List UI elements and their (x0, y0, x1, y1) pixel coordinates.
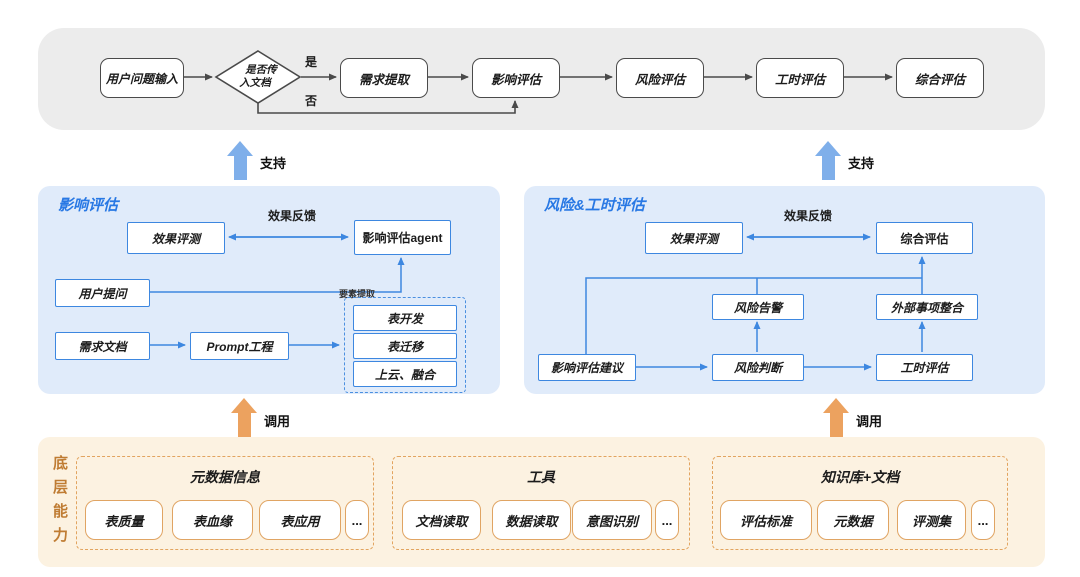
support-arrow-left (227, 141, 253, 180)
foundation-section-metadata: 元数据信息 (76, 456, 374, 550)
item-knowledge-more: ... (971, 500, 995, 540)
extract-item-table-dev: 表开发 (353, 305, 457, 331)
item-intent-recognition: 意图识别 (572, 500, 652, 540)
foundation-section-knowledge-label: 知识库+文档 (820, 469, 900, 485)
workhour-eval-box: 工时评估 (876, 354, 973, 381)
item-metadata: 元数据 (817, 500, 889, 540)
decision-line1: 是否传 (245, 63, 277, 76)
support-label-right: 支持 (848, 156, 875, 171)
impact-effect-eval-box: 效果评测 (127, 222, 225, 254)
invoke-label-left: 调用 (264, 414, 291, 429)
extract-item-cloud-merge: 上云、融合 (353, 361, 457, 387)
item-data-read: 数据读取 (492, 500, 571, 540)
risk-combined-eval-box: 综合评估 (876, 222, 973, 254)
item-eval-standard: 评估标准 (720, 500, 812, 540)
extract-item-table-migrate: 表迁移 (353, 333, 457, 359)
risk-alert-box: 风险告警 (712, 294, 804, 320)
risk-judge-box: 风险判断 (712, 354, 804, 381)
external-items-box: 外部事项整合 (876, 294, 978, 320)
prompt-eng-box: Prompt工程 (190, 332, 289, 360)
item-eval-set: 评测集 (897, 500, 966, 540)
extract-group (344, 297, 466, 393)
support-arrow-right (815, 141, 841, 180)
no-branch-label: 否 (305, 94, 318, 108)
item-metadata-more: ... (345, 500, 369, 540)
item-table-usage: 表应用 (259, 500, 341, 540)
foundation-section-tools: 工具 (392, 456, 690, 550)
req-doc-box: 需求文档 (55, 332, 150, 360)
foundation-section-knowledge: 知识库+文档 (712, 456, 1008, 550)
yes-branch-label: 是 (305, 55, 318, 69)
risk-feedback-label: 效果反馈 (783, 209, 832, 223)
flow-node-workhour-eval: 工时评估 (756, 58, 844, 98)
foundation-title: 底层能力 (51, 455, 68, 551)
impact-panel-title: 影响评估 (58, 197, 119, 214)
extract-group-label: 要素提取 (339, 289, 376, 299)
invoke-arrow-right (823, 398, 849, 437)
flow-node-combined-eval: 综合评估 (896, 58, 984, 98)
invoke-arrow-left (231, 398, 257, 437)
decision-line2: 入文档 (239, 77, 271, 89)
item-tools-more: ... (655, 500, 679, 540)
risk-effect-eval-box: 效果评测 (645, 222, 743, 254)
foundation-section-tools-label: 工具 (527, 469, 555, 485)
invoke-label-right: 调用 (856, 414, 883, 429)
impact-agent-box: 影响评估agent (354, 220, 451, 255)
support-label-left: 支持 (260, 156, 287, 171)
flow-node-impact-eval: 影响评估 (472, 58, 560, 98)
flow-node-risk-eval: 风险评估 (616, 58, 704, 98)
impact-advice-box: 影响评估建议 (538, 354, 636, 381)
risk-panel-title: 风险&工时评估 (544, 197, 645, 214)
impact-feedback-label: 效果反馈 (267, 209, 316, 223)
item-table-lineage: 表血缘 (172, 500, 253, 540)
item-table-quality: 表质量 (85, 500, 163, 540)
user-question-box: 用户提问 (55, 279, 150, 307)
foundation-section-metadata-label: 元数据信息 (190, 469, 260, 485)
decision-diamond-label: 是否传 入文档 (216, 51, 300, 103)
flow-node-demand-extract: 需求提取 (340, 58, 428, 98)
item-doc-read: 文档读取 (402, 500, 481, 540)
flow-node-user-input: 用户问题输入 (100, 58, 184, 98)
